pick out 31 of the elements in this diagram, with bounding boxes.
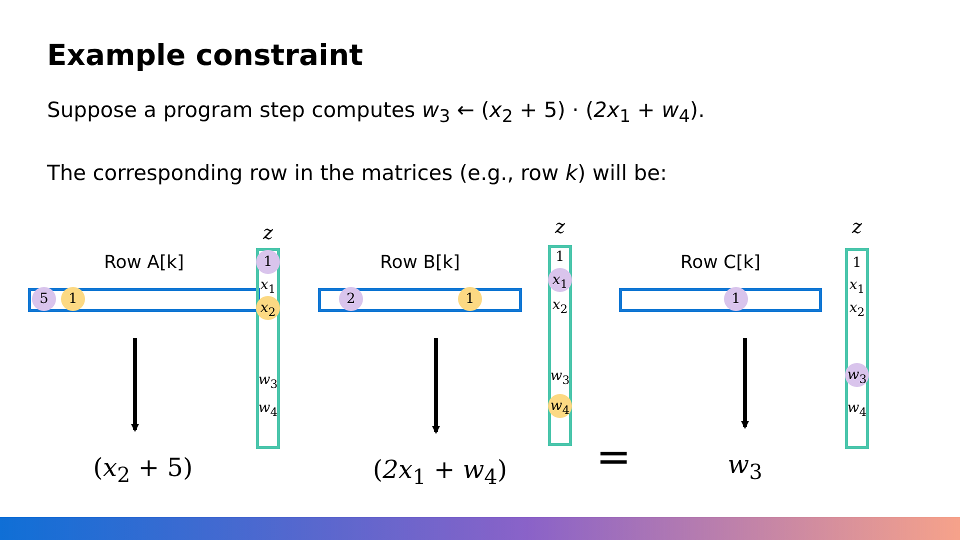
arrow [131, 338, 139, 432]
highlighted-entry: 1 [61, 287, 85, 311]
row-heading: Row B[k] [379, 252, 461, 273]
row-heading: Row C[k] [679, 252, 762, 273]
vector-label: z [554, 216, 566, 238]
highlighted-entry: 2 [339, 287, 363, 311]
vector-entry: x$_{1}$ [845, 273, 869, 297]
vector-entry: x$_{2}$ [845, 296, 869, 320]
expression: (2x$_{1}$ + w$_{4}$) [340, 452, 540, 495]
arrow [741, 338, 749, 429]
highlighted-entry: 1 [458, 287, 482, 311]
equals-sign: = [596, 432, 632, 482]
vector-entry: 1 [548, 245, 572, 269]
row-heading: Row A[k] [103, 252, 185, 273]
highlighted-entry: 1 [724, 287, 748, 311]
highlighted-entry: 5 [32, 287, 56, 311]
vector-entry: x$_{1}$ [256, 273, 280, 297]
expression: w$_{3}$ [645, 447, 845, 490]
expression: (x$_{2}$ + 5) [43, 450, 243, 493]
slide-title: Example constraint [47, 38, 363, 72]
vector-entry: w$_{4}$ [845, 396, 869, 420]
body-text: Suppose a program step computes w$_{3}$ ← (x$_{2}$ + 5) · (2x$_{1}$ + w$_{4}$). [47, 98, 705, 128]
vector-entry: x$_{2}$ [548, 293, 572, 317]
body-text: The corresponding row in the matrices (e.g., row k) will be: [47, 161, 668, 185]
vector-entry: w$_{4}$ [256, 396, 280, 420]
vector-label: z [262, 222, 274, 244]
vector-entry: w$_{3}$ [256, 368, 280, 392]
arrow [432, 338, 440, 434]
vector-entry: 1 [845, 251, 869, 275]
vector-entry: w$_{3}$ [548, 364, 572, 388]
vector-label: z [850, 216, 863, 238]
